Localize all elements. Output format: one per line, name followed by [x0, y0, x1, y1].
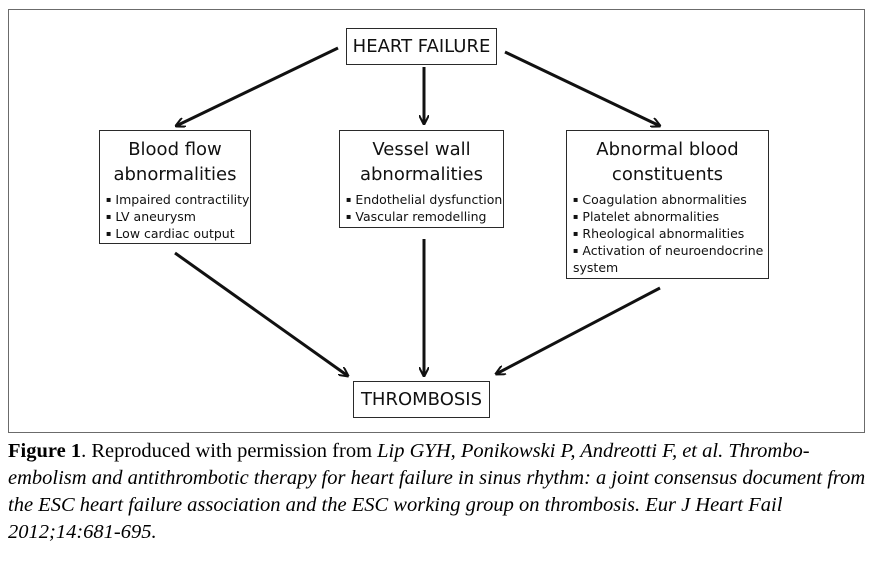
- thrombosis-label: THROMBOSIS: [360, 389, 483, 410]
- vessel-wall-box: Vessel wall abnormalities ▪Endothelial d…: [339, 130, 504, 228]
- diagram-arrows: [0, 46, 880, 440]
- blood-constituents-title-line2: constituents: [611, 164, 724, 185]
- arrow-hf-to-bloodflow: [176, 46, 339, 126]
- bullet-icon: ▪: [106, 212, 112, 221]
- arrow-hf-to-blood-constituents: [504, 50, 660, 126]
- bullet-icon: ▪: [573, 229, 579, 238]
- list-item: ▪Platelet abnormalities: [573, 209, 720, 224]
- heart-failure-box: HEART FAILURE: [346, 28, 497, 65]
- bullet-icon: ▪: [573, 212, 579, 221]
- thrombosis-box: THROMBOSIS: [353, 381, 490, 418]
- blood-constituents-box: Abnormal blood constituents ▪Coagulation…: [566, 130, 769, 279]
- list-item: ▪Endothelial dysfunction: [346, 192, 503, 207]
- heart-failure-label: HEART FAILURE: [352, 36, 491, 57]
- arrow-bloodflow-to-thrombosis: [174, 251, 348, 376]
- caption-plain: . Reproduced with permission from: [81, 440, 378, 462]
- list-item: ▪Vascular remodelling: [346, 209, 487, 224]
- figure-frame: [8, 9, 865, 433]
- bullet-icon: ▪: [346, 195, 352, 204]
- list-item: ▪Low cardiac output: [106, 226, 235, 241]
- list-item: ▪Activation of neuroendocrine: [573, 243, 764, 258]
- blood-flow-box: Blood flow abnormalities ▪Impaired contr…: [99, 130, 251, 244]
- caption-label: Figure 1: [8, 440, 82, 462]
- list-item: ▪Impaired contractility: [106, 192, 250, 207]
- blood-constituents-title-line1: Abnormal blood: [596, 139, 739, 160]
- bullet-icon: ▪: [573, 246, 579, 255]
- list-item: ▪Rheological abnormalities: [573, 226, 745, 241]
- vessel-wall-list: ▪Endothelial dysfunction ▪Vascular remod…: [340, 191, 503, 225]
- bullet-icon: ▪: [573, 195, 579, 204]
- bullet-icon: ▪: [106, 229, 112, 238]
- blood-constituents-list: ▪Coagulation abnormalities ▪Platelet abn…: [567, 191, 768, 276]
- blood-flow-title-line1: Blood flow: [128, 139, 222, 160]
- caption-citation: Lip GYH, Ponikowski P, Andreotti F, et a…: [8, 440, 866, 543]
- blood-flow-list: ▪Impaired contractility ▪LV aneurysm ▪Lo…: [100, 191, 250, 242]
- list-item: system: [573, 260, 619, 275]
- list-item: ▪Coagulation abnormalities: [573, 192, 747, 207]
- blood-flow-title-line2: abnormalities: [113, 164, 237, 185]
- bullet-icon: ▪: [106, 195, 112, 204]
- figure-caption: Figure 1. Reproduced with permission fro…: [8, 438, 870, 546]
- list-item: ▪LV aneurysm: [106, 209, 196, 224]
- vessel-wall-title-line2: abnormalities: [359, 164, 484, 185]
- bullet-icon: ▪: [346, 212, 352, 221]
- arrow-constituents-to-thrombosis: [496, 286, 661, 374]
- vessel-wall-title-line1: Vessel wall: [372, 139, 471, 160]
